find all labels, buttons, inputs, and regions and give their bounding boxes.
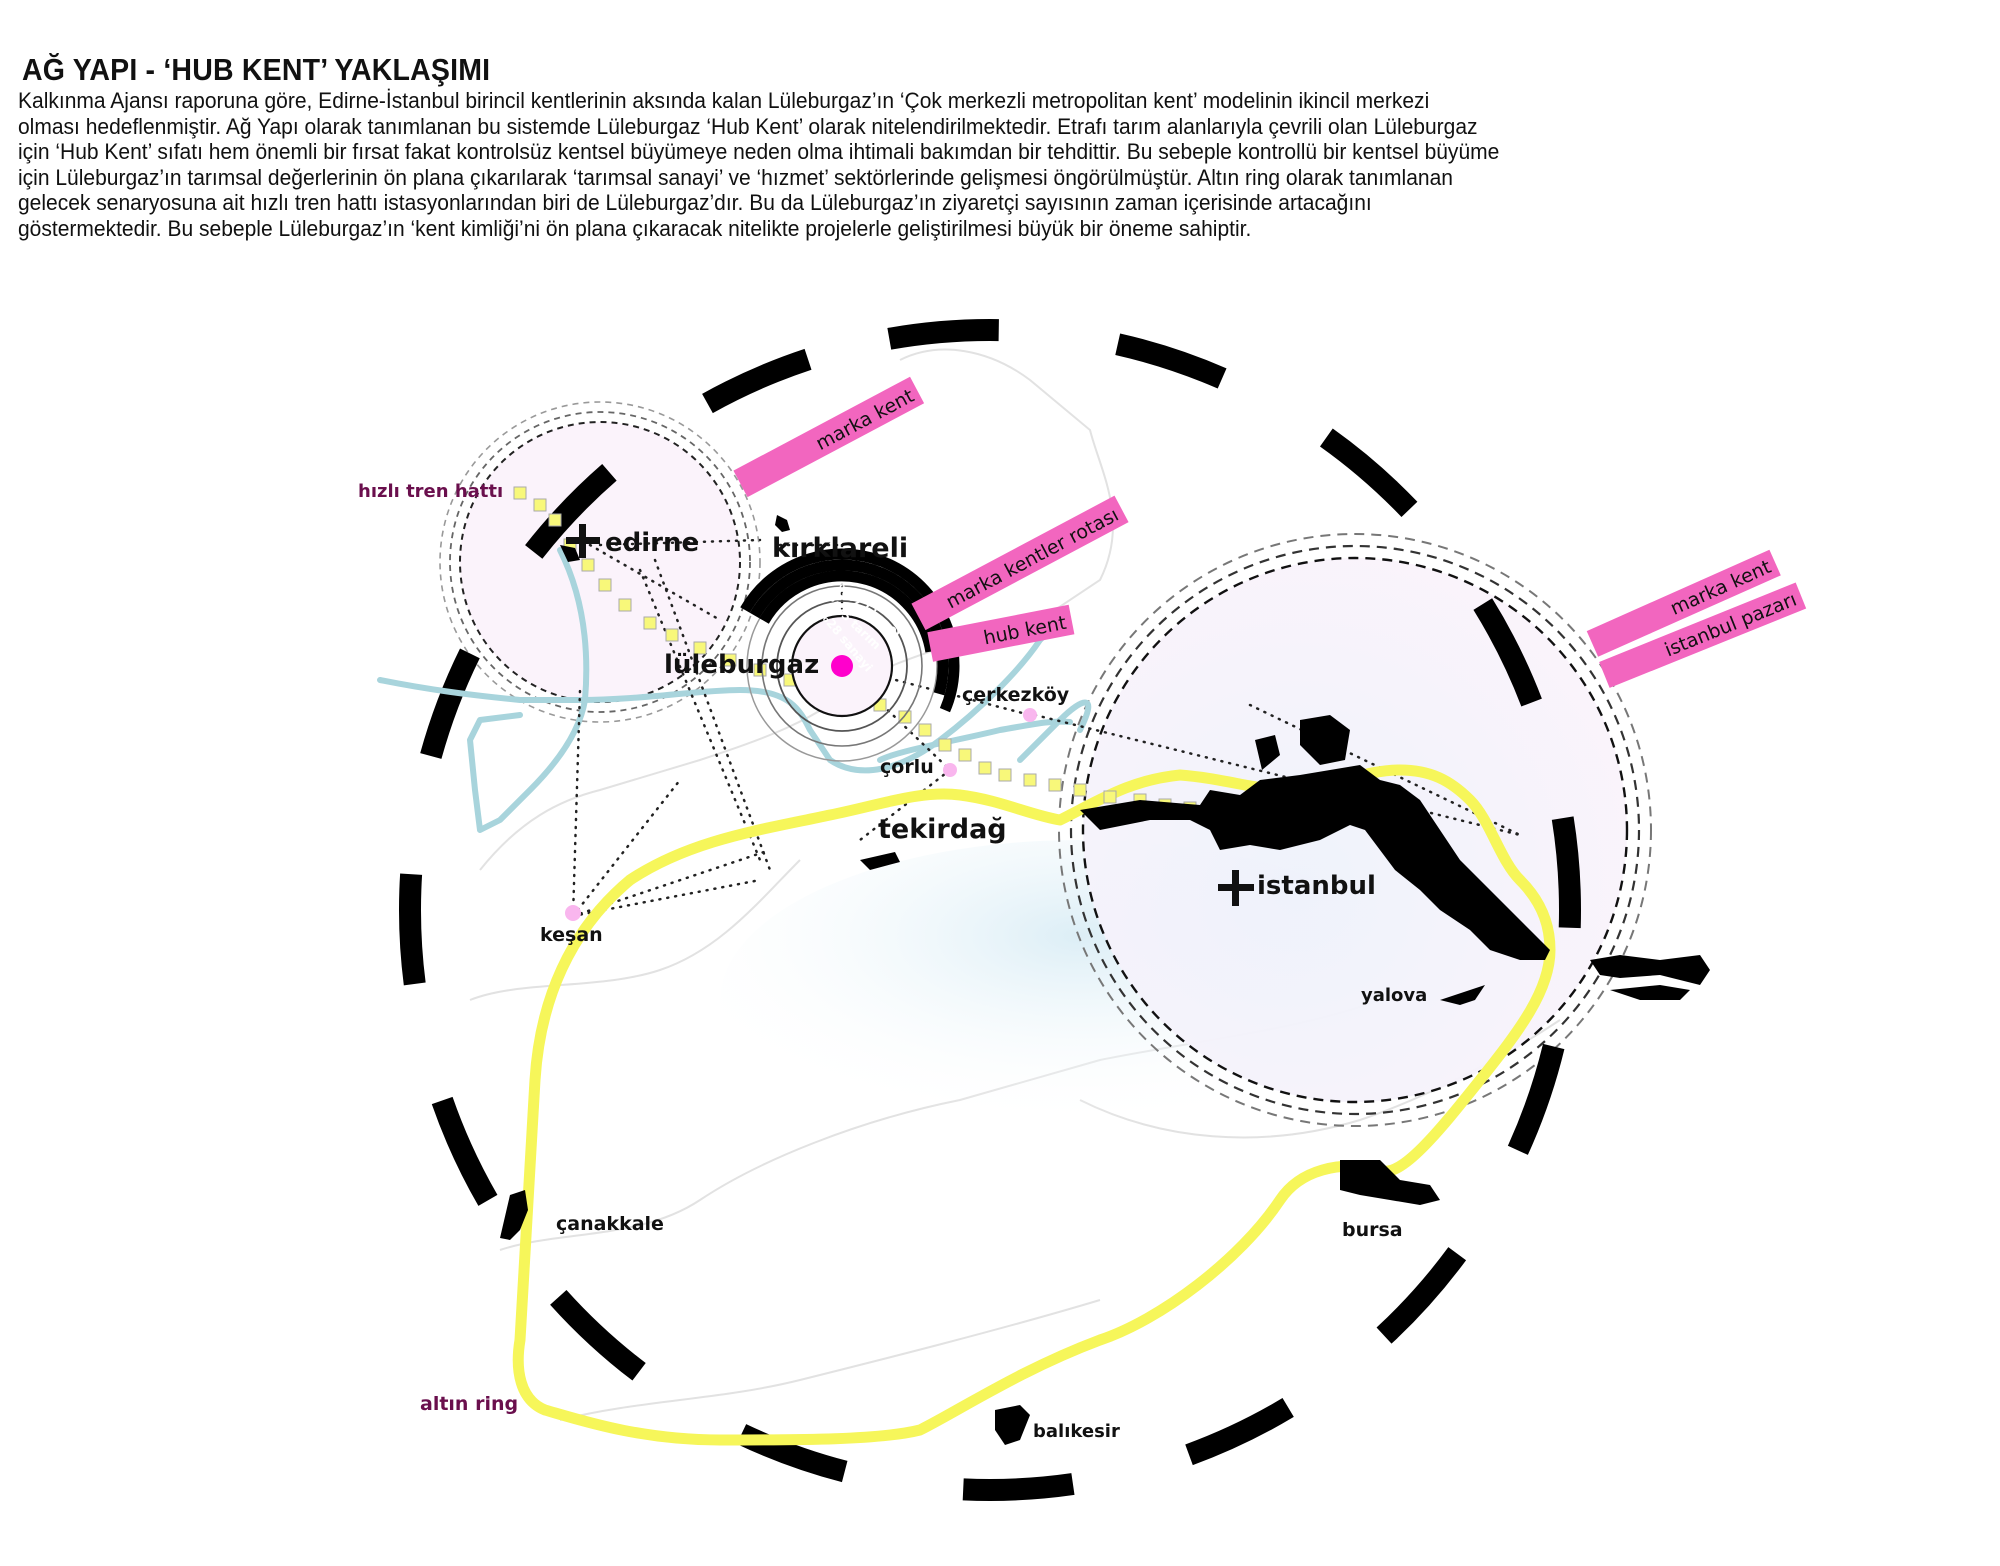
istanbul-urban-mass: [1080, 765, 1550, 960]
rail-station-square: [643, 616, 657, 630]
rail-station-square: [958, 748, 972, 762]
rail-station-square: [918, 723, 932, 737]
rail-station-square: [665, 628, 679, 642]
description-paragraph: Kalkınma Ajansı raporuna göre, Edirne-İs…: [18, 88, 1850, 241]
rail-station-square: [1023, 773, 1037, 787]
istanbul-north-blob: [1300, 715, 1350, 765]
istanbul-zone: [1058, 533, 1652, 1127]
rivers: [377, 547, 1092, 833]
label-edirne: edirne: [605, 528, 699, 558]
label-canakkale: çanakkale: [556, 1213, 664, 1235]
sector-share-arc: [740, 548, 960, 713]
kirklareli-blob: [775, 515, 790, 532]
label-high-speed-rail: hızlı tren hattı: [358, 481, 503, 502]
tekirdag-blob: [860, 852, 900, 870]
rail-station-square: [1048, 778, 1062, 792]
coastline: [469, 859, 801, 1001]
rail-station-square: [513, 486, 527, 500]
paragraph-line: göstermektedir. Bu sebeple Lüleburgaz’ın…: [18, 215, 1252, 241]
rail-station-square: [723, 653, 737, 667]
rail-station-square: [978, 761, 992, 775]
rail-station-square: [581, 558, 595, 572]
golden-ring-route: [512, 764, 1556, 1446]
label-corlu: çorlu: [880, 756, 934, 778]
header: AĞ YAPI - ‘HUB KENT’ YAKLAŞIMI Kalkınma …: [18, 52, 1988, 241]
istanbul-north-blob: [1255, 735, 1280, 770]
label-cerkezkoy: çerkezköy: [962, 684, 1070, 706]
edirne-blob: [560, 545, 580, 562]
bursa-blob: [1340, 1160, 1440, 1205]
tag-edirne-marka-kent: marka kent: [733, 376, 925, 498]
label-luleburgaz: lüleburgaz: [664, 650, 819, 680]
label-bursa: bursa: [1342, 1219, 1403, 1241]
kocaeli-blob: [1590, 955, 1710, 985]
sector-share-arc: [759, 570, 937, 653]
paragraph-line: için ‘Hub Kent’ sıfatı hem önemli bir fı…: [18, 139, 1500, 164]
balikesir-blob: [995, 1405, 1030, 1445]
tag-brand-route: marka kentler rotası: [911, 495, 1129, 631]
urban-areas: [500, 515, 1710, 1445]
canakkale-blob: [500, 1190, 528, 1240]
label-balikesir: balıkesir: [1033, 1421, 1120, 1442]
paragraph-line: olması hedeflenmiştir. Ağ Yapı olarak ta…: [18, 113, 1478, 139]
rail-station-square: [998, 768, 1012, 782]
svg-text:marka kent: marka kent: [812, 385, 918, 455]
corlu-marker: [943, 763, 957, 777]
rail-station-square: [1103, 790, 1117, 804]
label-kesan: keşan: [540, 924, 603, 946]
paragraph-line: Kalkınma Ajansı raporuna göre, Edirne-İs…: [18, 88, 1430, 113]
label-kirklareli: kırklareli: [772, 533, 908, 564]
plus-icon-edirne: [566, 524, 600, 558]
rail-station-square: [533, 498, 547, 512]
yalova-blob: [1440, 985, 1485, 1005]
page-title: AĞ YAPI - ‘HUB KENT’ YAKLAŞIMI: [22, 52, 491, 87]
label-istanbul: istanbul: [1257, 871, 1376, 901]
label-yalova: yalova: [1361, 985, 1427, 1006]
rail-station-square: [693, 641, 707, 655]
label-golden-ring: altın ring: [420, 1393, 518, 1415]
region-dashed-ring: [399, 319, 1581, 1501]
svg-text:marka kentler rotası: marka kentler rotası: [943, 504, 1123, 614]
rail-station-square: [618, 598, 632, 612]
kesan-marker: [565, 905, 581, 921]
rail-station-square: [938, 738, 952, 752]
paragraph-line: gelecek senaryosuna ait hızlı tren hattı…: [18, 190, 1372, 215]
hub-city-marker: [831, 655, 853, 677]
label-tekirdag: tekirdağ: [878, 814, 1007, 845]
coastline: [559, 1299, 1101, 1421]
rail-station-square: [548, 513, 562, 527]
kocaeli-blob: [1610, 985, 1690, 1000]
paragraph-line: için Lüleburgaz’ın tarımsal değerlerinin…: [18, 164, 1453, 190]
rail-station-square: [598, 578, 612, 592]
rail-station-square: [1073, 783, 1087, 797]
plus-icon-istanbul: [1218, 870, 1254, 906]
cerkezkoy-marker: [1023, 708, 1037, 722]
